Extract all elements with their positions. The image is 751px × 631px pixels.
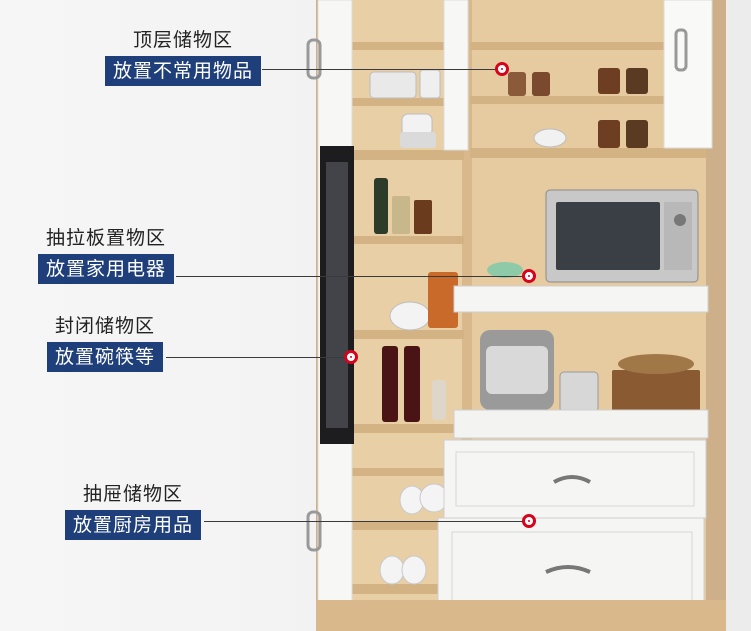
callout-tag: 放置不常用物品 — [104, 56, 261, 86]
leader-line — [204, 521, 524, 522]
callout-title: 抽拉板置物区 — [45, 227, 166, 249]
marker-dot — [522, 514, 536, 528]
callout-title: 顶层储物区 — [132, 29, 233, 51]
callout-drawer-storage: 抽屉储物区 放置厨房用品 — [58, 482, 208, 540]
leader-line — [176, 276, 524, 277]
top-door-right — [663, 0, 713, 149]
marker-dot — [495, 62, 509, 76]
callout-top-storage: 顶层储物区 放置不常用物品 — [98, 28, 268, 86]
callout-tag: 放置厨房用品 — [64, 510, 201, 540]
drawers — [437, 409, 709, 629]
marker-dot — [344, 350, 358, 364]
top-door-left — [443, 0, 469, 151]
bottles-and-jars — [374, 178, 458, 585]
cabinet-base — [316, 600, 726, 631]
callout-tag: 放置碗筷等 — [46, 342, 163, 372]
pull-out-board — [453, 285, 709, 313]
door-handle — [674, 28, 688, 72]
door-handle — [306, 510, 322, 552]
leader-line — [262, 69, 498, 70]
top-shelf-items — [369, 68, 648, 148]
callout-title: 抽屉储物区 — [82, 483, 183, 505]
glass-pane — [326, 162, 348, 428]
leader-line — [166, 357, 346, 358]
right-shelves — [470, 42, 706, 158]
microwave — [545, 189, 699, 283]
door-handle — [306, 38, 322, 80]
marker-dot — [522, 269, 536, 283]
callout-title: 封闭储物区 — [54, 315, 155, 337]
callout-tag: 放置家用电器 — [37, 254, 174, 284]
appliances — [480, 330, 700, 414]
callout-closed-storage: 封闭储物区 放置碗筷等 — [30, 314, 180, 372]
bowl — [487, 262, 523, 278]
left-shelves — [352, 42, 464, 594]
callout-pullout-board: 抽拉板置物区 放置家用电器 — [22, 226, 190, 284]
